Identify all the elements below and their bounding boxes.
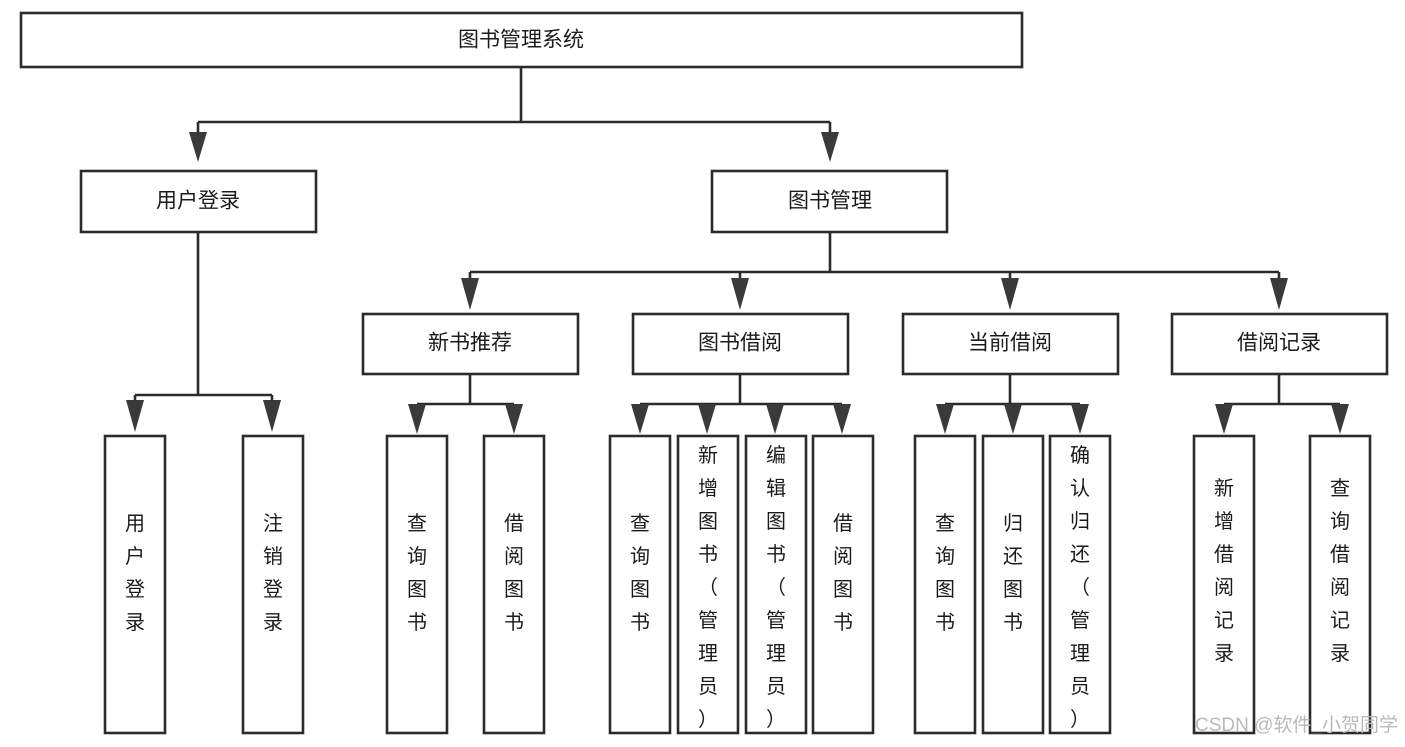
node-leaf-query-book-1[interactable]: 查询图书 [385, 434, 449, 735]
arrow-head-new-book-recommend [461, 278, 479, 310]
node-leaf-confirm-return-label: 确认归还（管理员） [1070, 444, 1090, 731]
node-leaf-user-logout-box[interactable] [241, 434, 305, 735]
node-leaf-query-book-2[interactable]: 查询图书 [608, 434, 672, 735]
node-leaf-borrow-book-2[interactable]: 借阅图书 [811, 434, 875, 735]
node-leaf-user-logout-label: 注销登录 [263, 512, 283, 634]
node-leaf-edit-book[interactable]: 编辑图书（管理员） [744, 434, 808, 735]
node-leaf-query-record[interactable]: 查询借阅记录 [1308, 434, 1372, 735]
node-leaf-return-book-box[interactable] [981, 434, 1045, 735]
node-leaf-query-book-2-box[interactable] [608, 434, 672, 735]
node-leaf-user-login-box[interactable] [103, 434, 167, 735]
node-root[interactable]: 图书管理系统 [19, 11, 1024, 69]
node-leaf-query-book-3-label: 查询图书 [935, 512, 955, 634]
node-current-borrow[interactable]: 当前借阅 [901, 312, 1120, 376]
node-root-label: 图书管理系统 [458, 29, 584, 52]
node-leaf-borrow-book-2-label: 借阅图书 [833, 512, 853, 634]
arrow-head-book-manage [821, 132, 839, 162]
node-leaf-add-book-box[interactable] [676, 434, 740, 735]
arrow-head-leaf-add-book [698, 404, 716, 434]
node-book-borrow[interactable]: 图书借阅 [631, 312, 850, 376]
node-book-borrow-box[interactable] [631, 312, 850, 376]
node-leaf-query-book-1-box[interactable] [385, 434, 449, 735]
node-leaf-confirm-return-box[interactable] [1048, 434, 1112, 735]
arrow-head-leaf-return-book [1004, 404, 1022, 434]
node-borrow-record-label: 借阅记录 [1237, 332, 1321, 355]
arrow-head-current-borrow [1001, 278, 1019, 310]
node-leaf-query-record-label: 查询借阅记录 [1330, 477, 1350, 665]
arrow-head-leaf-add-record [1215, 404, 1233, 434]
node-leaf-query-book-2-label: 查询图书 [630, 512, 650, 634]
node-leaf-add-book[interactable]: 新增图书（管理员） [676, 434, 740, 735]
connector-group-current-borrow-to-leaves [936, 374, 1089, 434]
arrow-head-leaf-edit-book [766, 404, 784, 434]
node-leaf-add-record-box[interactable] [1192, 434, 1256, 735]
node-leaf-return-book-label: 归还图书 [1003, 512, 1023, 634]
node-book-manage-label: 图书管理 [788, 190, 872, 213]
connector-group-borrow-record-to-leaves [1215, 374, 1349, 434]
arrow-head-book-borrow [731, 278, 749, 310]
node-leaf-borrow-book-1-box[interactable] [482, 434, 546, 735]
node-leaf-query-book-3[interactable]: 查询图书 [913, 434, 977, 735]
node-current-borrow-box[interactable] [901, 312, 1120, 376]
arrow-head-leaf-query-book-3 [936, 404, 954, 434]
node-root-box[interactable] [19, 11, 1024, 69]
arrow-head-leaf-borrow-book-2 [833, 404, 851, 434]
node-leaf-borrow-book-2-box[interactable] [811, 434, 875, 735]
node-leaf-edit-book-box[interactable] [744, 434, 808, 735]
node-current-borrow-label: 当前借阅 [968, 332, 1052, 355]
node-leaf-borrow-book-1[interactable]: 借阅图书 [482, 434, 546, 735]
node-leaf-query-book-3-box[interactable] [913, 434, 977, 735]
arrow-head-borrow-record [1270, 278, 1288, 310]
arrow-head-leaf-confirm-return [1071, 404, 1089, 434]
node-new-book-recommend-box[interactable] [361, 312, 580, 376]
node-leaf-borrow-book-1-label: 借阅图书 [504, 512, 524, 634]
arrow-head-leaf-query-book-1 [408, 404, 426, 434]
arrow-head-user-login [189, 132, 207, 162]
node-book-borrow-label: 图书借阅 [698, 332, 782, 355]
node-book-manage-box[interactable] [710, 169, 949, 234]
connector-group-new-book-recommend-to-leaves [408, 374, 523, 434]
csdn-watermark: CSDN @软件_小贺同学 [1195, 714, 1398, 736]
connector-group-book-borrow-to-leaves [631, 374, 851, 434]
arrow-head-leaf-borrow-book-1 [505, 404, 523, 434]
node-new-book-recommend-label: 新书推荐 [428, 332, 512, 355]
node-new-book-recommend[interactable]: 新书推荐 [361, 312, 580, 376]
node-user-login-label: 用户登录 [156, 190, 240, 213]
node-leaf-confirm-return[interactable]: 确认归还（管理员） [1048, 434, 1112, 735]
node-leaf-user-login-label: 用户登录 [125, 513, 145, 634]
node-leaf-user-login[interactable]: 用户登录 [103, 434, 167, 735]
node-leaf-edit-book-label: 编辑图书（管理员） [766, 444, 786, 731]
node-borrow-record[interactable]: 借阅记录 [1170, 312, 1389, 376]
arrow-head-leaf-query-book-2 [631, 404, 649, 434]
node-leaf-add-record-label: 新增借阅记录 [1214, 477, 1234, 665]
node-book-manage[interactable]: 图书管理 [710, 169, 949, 234]
node-borrow-record-box[interactable] [1170, 312, 1389, 376]
node-leaf-query-record-box[interactable] [1308, 434, 1372, 735]
node-leaf-user-logout[interactable]: 注销登录 [241, 434, 305, 735]
arrow-head-leaf-query-record [1331, 404, 1349, 434]
connector-group-user-login-to-leaves [126, 232, 281, 432]
arrow-head-leaf-user-logout [263, 400, 281, 432]
node-user-login-box[interactable] [79, 169, 318, 234]
arrow-head-leaf-user-login [126, 400, 144, 432]
node-leaf-return-book[interactable]: 归还图书 [981, 434, 1045, 735]
node-leaf-add-record[interactable]: 新增借阅记录 [1192, 434, 1256, 735]
connector-group-book-manage-to-level3 [461, 232, 1288, 310]
node-leaf-query-book-1-label: 查询图书 [407, 512, 427, 634]
node-leaf-add-book-label: 新增图书（管理员） [698, 444, 718, 731]
connector-group-root-to-level2 [189, 67, 839, 162]
node-user-login[interactable]: 用户登录 [79, 169, 318, 234]
